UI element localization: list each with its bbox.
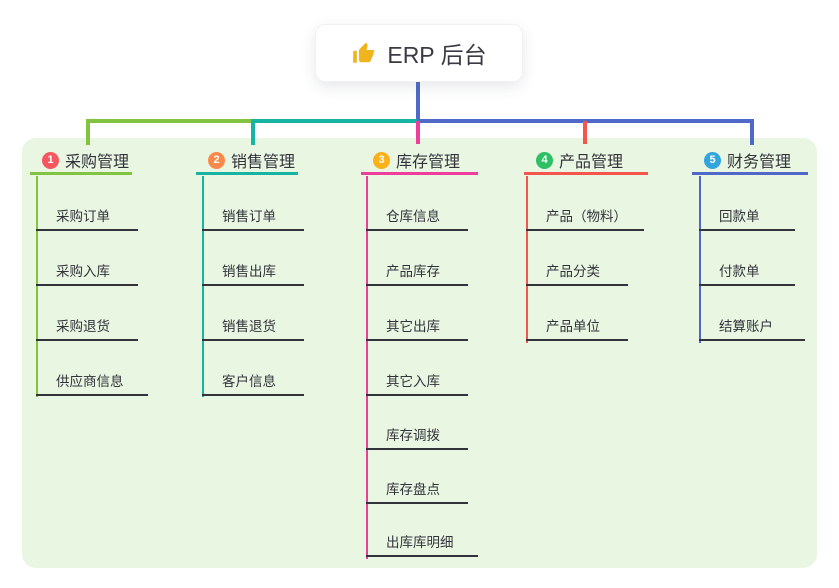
child-node[interactable]: 销售订单: [202, 205, 304, 231]
branch-number-badge: 5: [704, 151, 721, 169]
child-node[interactable]: 回款单: [699, 205, 795, 231]
child-label: 采购入库: [56, 264, 110, 279]
child-label: 产品库存: [386, 264, 440, 279]
child-label: 客户信息: [222, 374, 276, 389]
child-label: 销售订单: [222, 209, 276, 224]
child-label: 结算账户: [719, 319, 773, 334]
child-node[interactable]: 采购订单: [36, 205, 138, 231]
child-node[interactable]: 结算账户: [699, 315, 805, 341]
root-title: ERP 后台: [387, 42, 487, 68]
spine-inventory: [366, 176, 368, 559]
spine-product: [526, 176, 528, 343]
spine-sales: [202, 176, 204, 397]
child-node[interactable]: 产品分类: [526, 260, 628, 286]
root-node[interactable]: ERP 后台: [315, 24, 523, 82]
child-node[interactable]: 产品单位: [526, 315, 628, 341]
branch-label: 库存管理: [396, 154, 461, 171]
child-node[interactable]: 采购入库: [36, 260, 138, 286]
branch-node-inventory[interactable]: 3 库存管理: [361, 148, 478, 175]
child-label: 销售退货: [222, 319, 276, 334]
child-node[interactable]: 库存调拨: [366, 424, 468, 450]
branch-number-badge: 2: [208, 151, 225, 169]
branch-node-purchase[interactable]: 1 采购管理: [30, 148, 132, 175]
child-node[interactable]: 采购退货: [36, 315, 138, 341]
child-label: 产品单位: [546, 319, 600, 334]
branch-label: 产品管理: [559, 154, 624, 171]
child-label: 产品（物料）: [546, 209, 627, 224]
thumbs-up-icon: [351, 40, 377, 66]
connector-bus-teal: [253, 119, 417, 123]
child-label: 库存调拨: [386, 428, 440, 443]
connector-drop-inventory: [416, 121, 420, 144]
child-node[interactable]: 其它出库: [366, 315, 468, 341]
branch-node-finance[interactable]: 5 财务管理: [692, 148, 808, 175]
child-label: 回款单: [719, 209, 760, 224]
child-node[interactable]: 客户信息: [202, 370, 304, 396]
branch-number-badge: 4: [536, 151, 553, 169]
branch-label: 销售管理: [231, 154, 296, 171]
child-label: 供应商信息: [56, 374, 124, 389]
branch-label: 财务管理: [727, 154, 792, 171]
child-node[interactable]: 供应商信息: [36, 370, 148, 396]
child-label: 仓库信息: [386, 209, 440, 224]
child-node[interactable]: 付款单: [699, 260, 795, 286]
child-node[interactable]: 库存盘点: [366, 478, 468, 504]
connector-bus-green: [86, 119, 253, 123]
spine-purchase: [36, 176, 38, 397]
connector-drop-finance: [750, 119, 754, 145]
child-node[interactable]: 仓库信息: [366, 205, 468, 231]
child-node[interactable]: 其它入库: [366, 370, 468, 396]
child-label: 其它出库: [386, 319, 440, 334]
branch-node-product[interactable]: 4 产品管理: [524, 148, 648, 175]
child-label: 付款单: [719, 264, 760, 279]
branches-panel: [22, 138, 817, 568]
child-node[interactable]: 销售出库: [202, 260, 304, 286]
child-label: 采购退货: [56, 319, 110, 334]
branch-label: 采购管理: [65, 154, 130, 171]
child-label: 出库库明细: [386, 535, 454, 550]
child-node[interactable]: 销售退货: [202, 315, 304, 341]
connector-root-vertical: [416, 82, 420, 119]
child-label: 库存盘点: [386, 482, 440, 497]
child-node[interactable]: 产品（物料）: [526, 205, 644, 231]
connector-drop-sales: [251, 119, 255, 145]
child-label: 其它入库: [386, 374, 440, 389]
spine-finance: [699, 176, 701, 343]
child-node[interactable]: 出库库明细: [366, 531, 478, 557]
child-label: 销售出库: [222, 264, 276, 279]
child-node[interactable]: 产品库存: [366, 260, 468, 286]
child-label: 产品分类: [546, 264, 600, 279]
branch-number-badge: 1: [42, 151, 59, 169]
connector-drop-product: [583, 121, 587, 144]
branch-node-sales[interactable]: 2 销售管理: [196, 148, 298, 175]
branch-number-badge: 3: [373, 151, 390, 169]
child-label: 采购订单: [56, 209, 110, 224]
connector-drop-purchase: [86, 119, 90, 145]
